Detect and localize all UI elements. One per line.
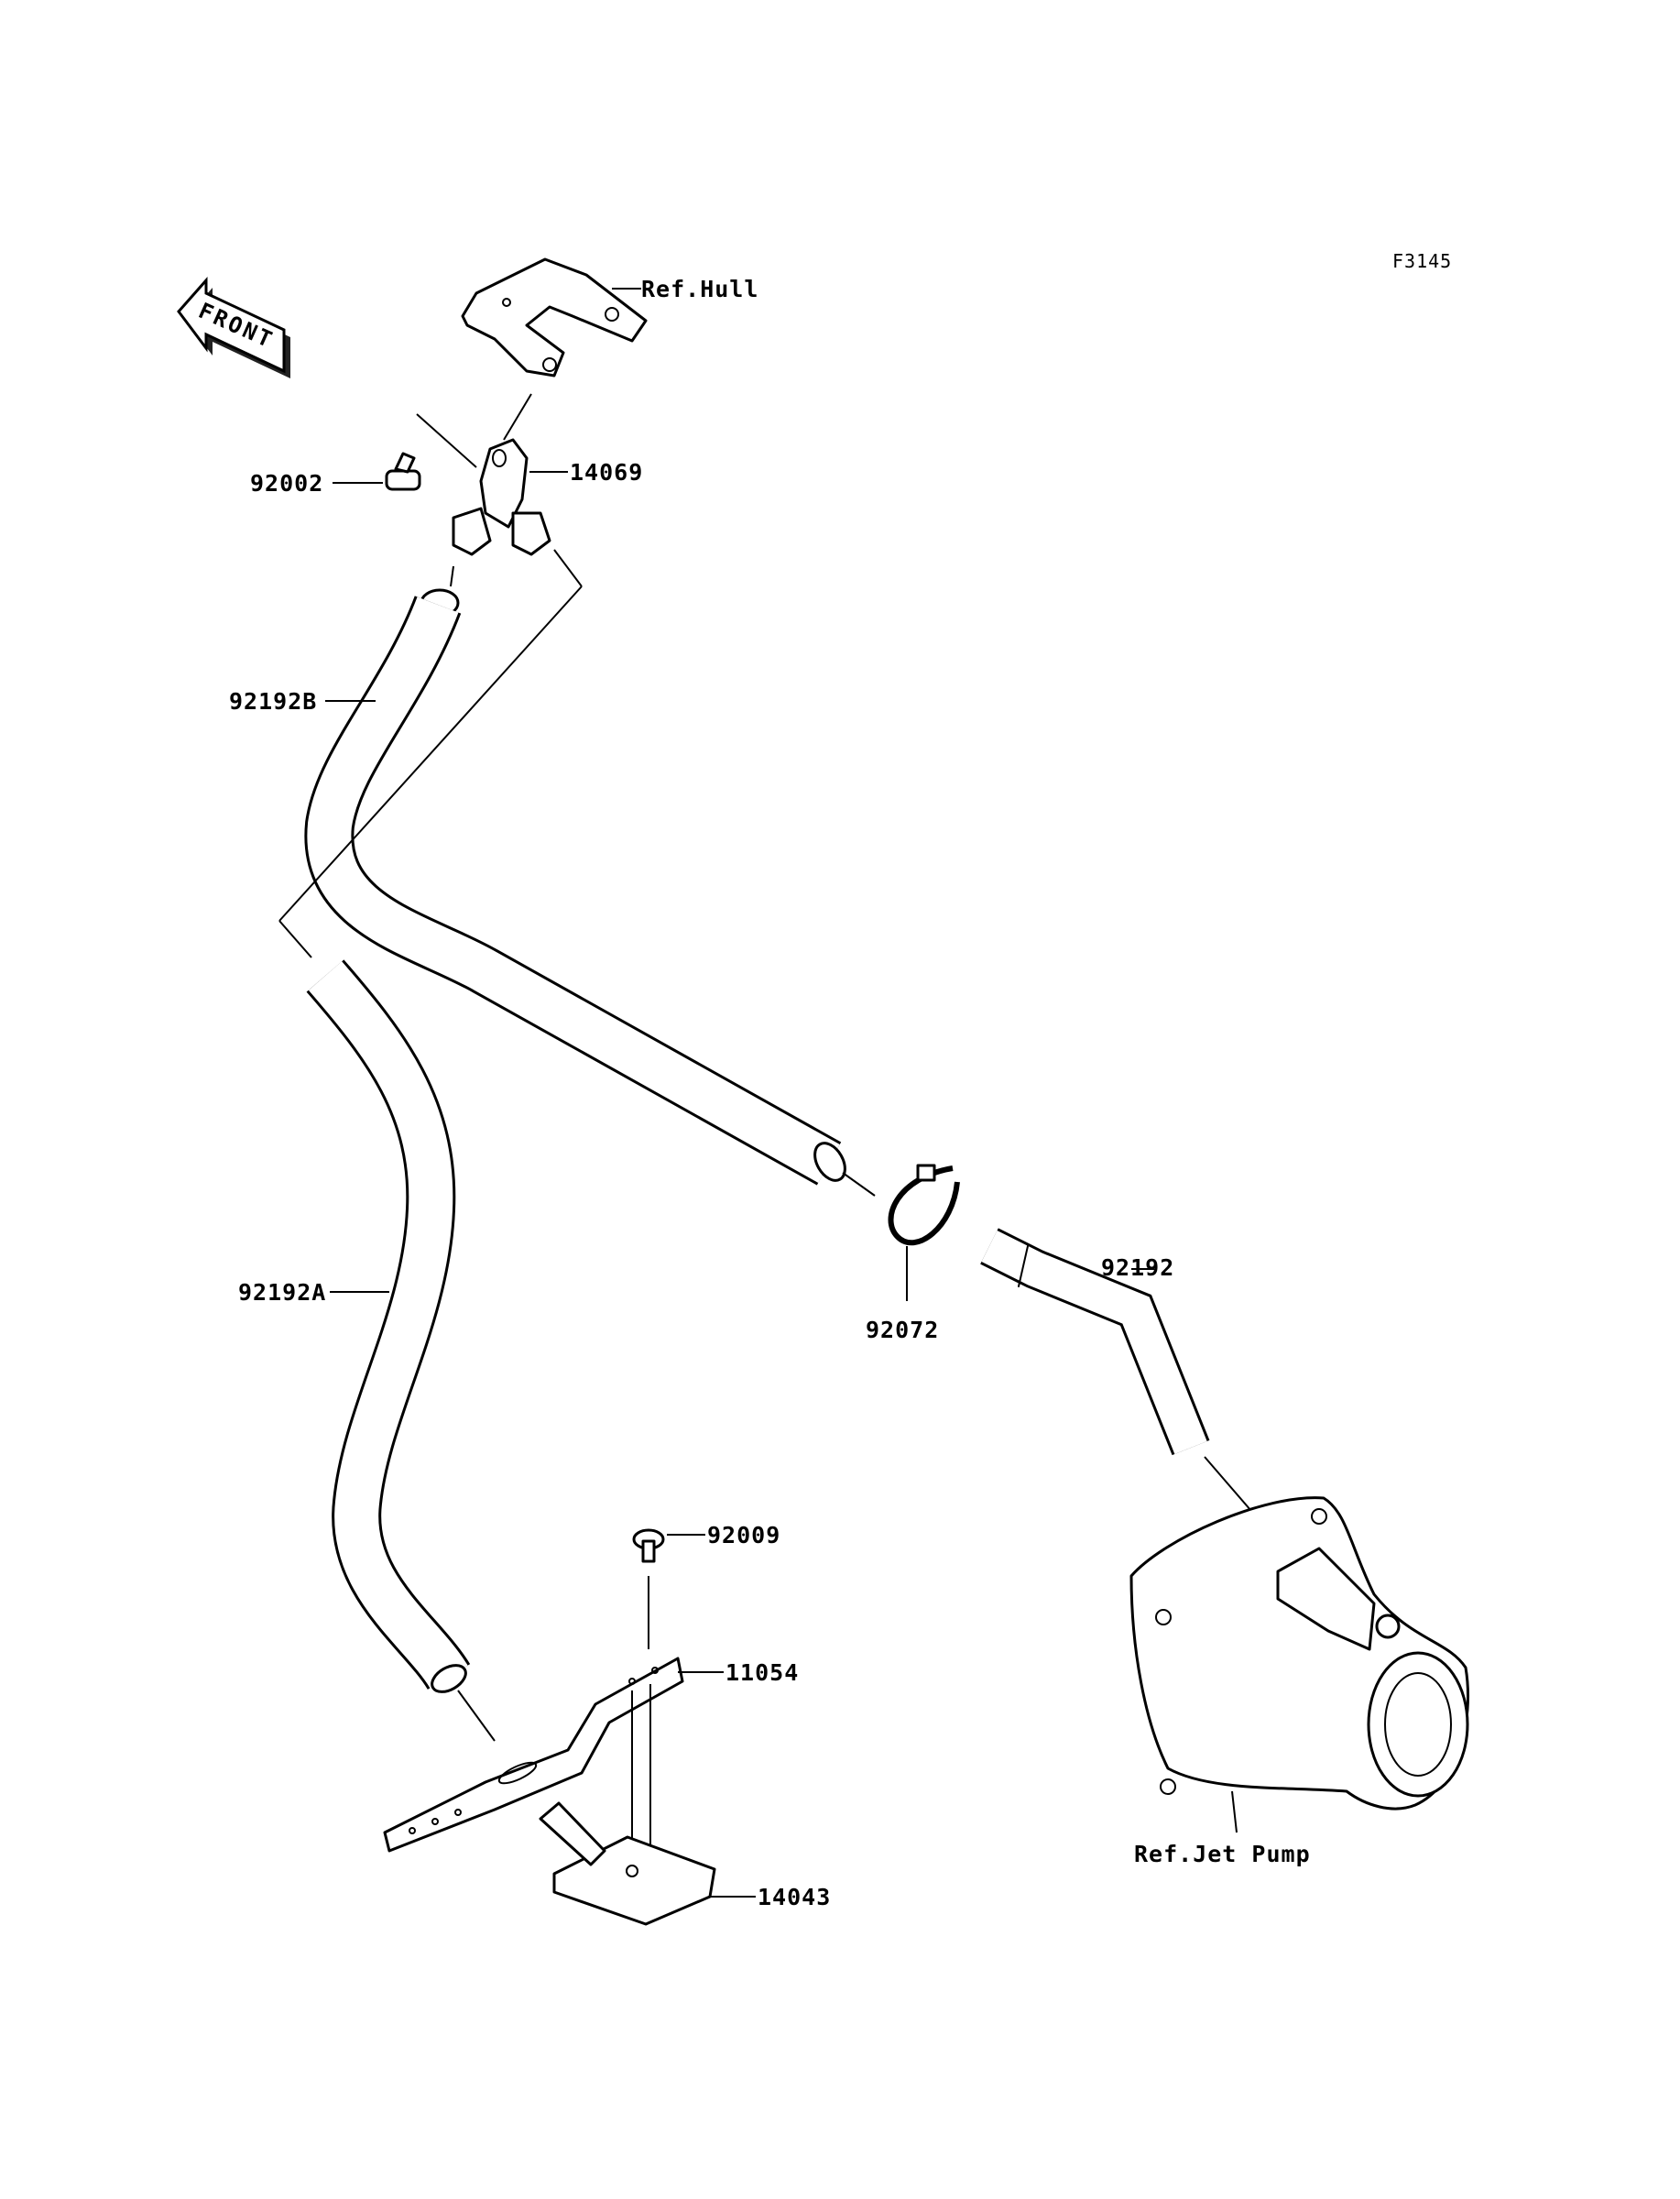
part-label-11054: 11054 [725, 1659, 799, 1686]
screw-92009 [632, 1528, 665, 1563]
bracket-11054 [383, 1657, 684, 1853]
hose-92192B [304, 596, 846, 1186]
ref-jet-pump-label: Ref.Jet Pump [1134, 1841, 1311, 1867]
part-label-92002: 92002 [250, 470, 323, 497]
hull-bracket [461, 257, 648, 377]
part-label-92192B: 92192B [229, 688, 317, 715]
ref-hull-label: Ref.Hull [641, 276, 758, 302]
clamp-92072 [888, 1164, 960, 1246]
jet-pump [1129, 1496, 1469, 1811]
bolt-92002 [385, 452, 421, 491]
part-label-92192A: 92192A [238, 1279, 326, 1306]
hose-92192 [980, 1228, 1210, 1456]
filter-14043 [539, 1801, 716, 1926]
part-label-92072: 92072 [866, 1317, 939, 1343]
hose-92192A [306, 959, 471, 1693]
front-arrow-icon: FRONT [177, 277, 290, 378]
part-label-14069: 14069 [570, 459, 643, 486]
figure-code: F3145 [1392, 250, 1452, 272]
part-label-92009: 92009 [707, 1522, 780, 1548]
part-label-14043: 14043 [758, 1884, 831, 1910]
part-label-92192: 92192 [1101, 1254, 1174, 1281]
fitting-14069 [452, 438, 551, 556]
